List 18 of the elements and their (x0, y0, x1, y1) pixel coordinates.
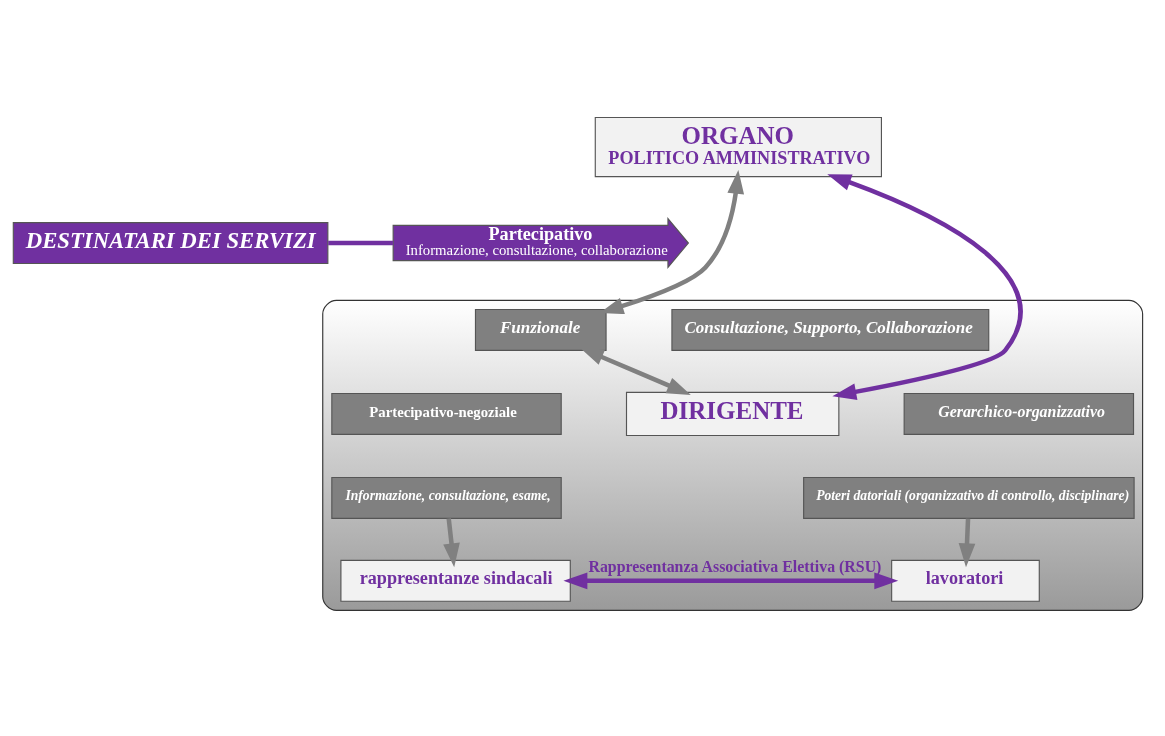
node-box: Consultazione, Supporto, Collaborazione (671, 308, 990, 351)
node-box: DIRIGENTE (625, 391, 840, 436)
arrow (443, 517, 460, 567)
node-box: DESTINATARI DEI SERVIZI (12, 221, 329, 264)
node-box: Partecipativo-negoziale (331, 392, 562, 435)
node-box: Poteri datoriali (organizzativo di controllo, disciplinare) (803, 476, 1135, 519)
arrow (579, 347, 691, 395)
arrow (827, 173, 1023, 400)
node-box: Funzionale (474, 308, 607, 351)
arrow (958, 518, 976, 567)
arrow (563, 571, 899, 589)
edge-label: Rappresentanza Associativa Elettiva (RSU) (588, 557, 882, 575)
node-box: Gerarchico-organizzativo (903, 392, 1135, 435)
connector (328, 240, 393, 245)
node-box: rappresentanze sindacali (340, 559, 571, 602)
node-box: Informazione, consultazione, esame, (331, 476, 562, 519)
node-box: lavoratori (891, 559, 1040, 602)
node-box: ORGANO POLITICO AMMINISTRATIVO (594, 116, 882, 177)
